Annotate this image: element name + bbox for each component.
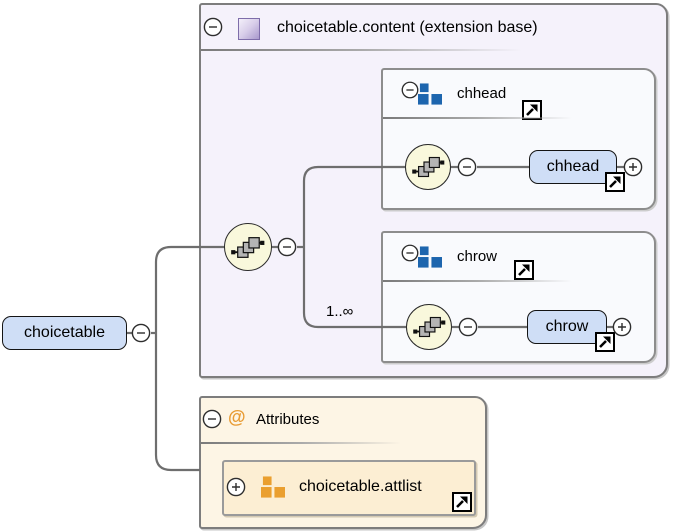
attribute-group-icon (261, 476, 285, 499)
attributes-panel-title: Attributes (256, 411, 320, 428)
element-chrow-label: chrow (545, 318, 589, 335)
expand-button-attlist[interactable] (226, 477, 246, 497)
chrow-group-title: chrow (457, 248, 498, 265)
collapse-button-chhead-group[interactable] (401, 81, 419, 99)
chrow-header-separator (383, 280, 593, 282)
element-group-icon-chhead (418, 83, 442, 106)
attributes-at-icon: @ (228, 407, 246, 427)
expand-button-chrow[interactable] (612, 317, 632, 337)
collapse-button-sequence-main[interactable] (277, 237, 297, 257)
collapse-button-chrow-element[interactable] (458, 317, 478, 337)
element-chhead-label: chhead (546, 158, 600, 175)
sequence-compositor-main[interactable] (224, 223, 272, 271)
sequence-icon (411, 156, 444, 178)
content-panel-title: choicetable.content (extension base) (277, 19, 538, 36)
link-icon-chhead-element[interactable] (605, 172, 625, 192)
collapse-button-choicetable[interactable] (131, 323, 151, 343)
element-choicetable-label: choicetable (24, 324, 105, 341)
expand-button-chhead[interactable] (623, 157, 643, 177)
collapse-button-chrow-group[interactable] (401, 244, 419, 262)
attribute-group-label: choicetable.attlist (299, 478, 422, 495)
sequence-icon (231, 236, 265, 258)
link-icon-chrow-element[interactable] (595, 332, 615, 352)
link-icon-chrow-group[interactable] (514, 260, 534, 280)
complex-type-icon (238, 18, 260, 40)
sequence-compositor-chhead[interactable] (405, 144, 451, 190)
content-header-separator (201, 49, 557, 51)
chhead-group-title: chhead (457, 85, 507, 102)
link-icon-attlist[interactable] (452, 492, 472, 512)
collapse-button-attributes[interactable] (202, 409, 222, 429)
sequence-icon (412, 316, 445, 338)
chhead-header-separator (383, 117, 593, 119)
element-chrow[interactable]: chrow (527, 310, 607, 344)
cardinality-label: 1..∞ (326, 303, 354, 320)
element-chhead[interactable]: chhead (529, 150, 617, 184)
sequence-compositor-chrow[interactable] (406, 304, 452, 350)
element-group-icon-chrow (418, 246, 442, 269)
collapse-button-content[interactable] (203, 17, 223, 37)
link-icon-chhead-group[interactable] (522, 100, 542, 120)
attributes-header-separator (201, 442, 423, 444)
collapse-button-chhead-element[interactable] (457, 157, 477, 177)
element-choicetable[interactable]: choicetable (2, 316, 127, 350)
